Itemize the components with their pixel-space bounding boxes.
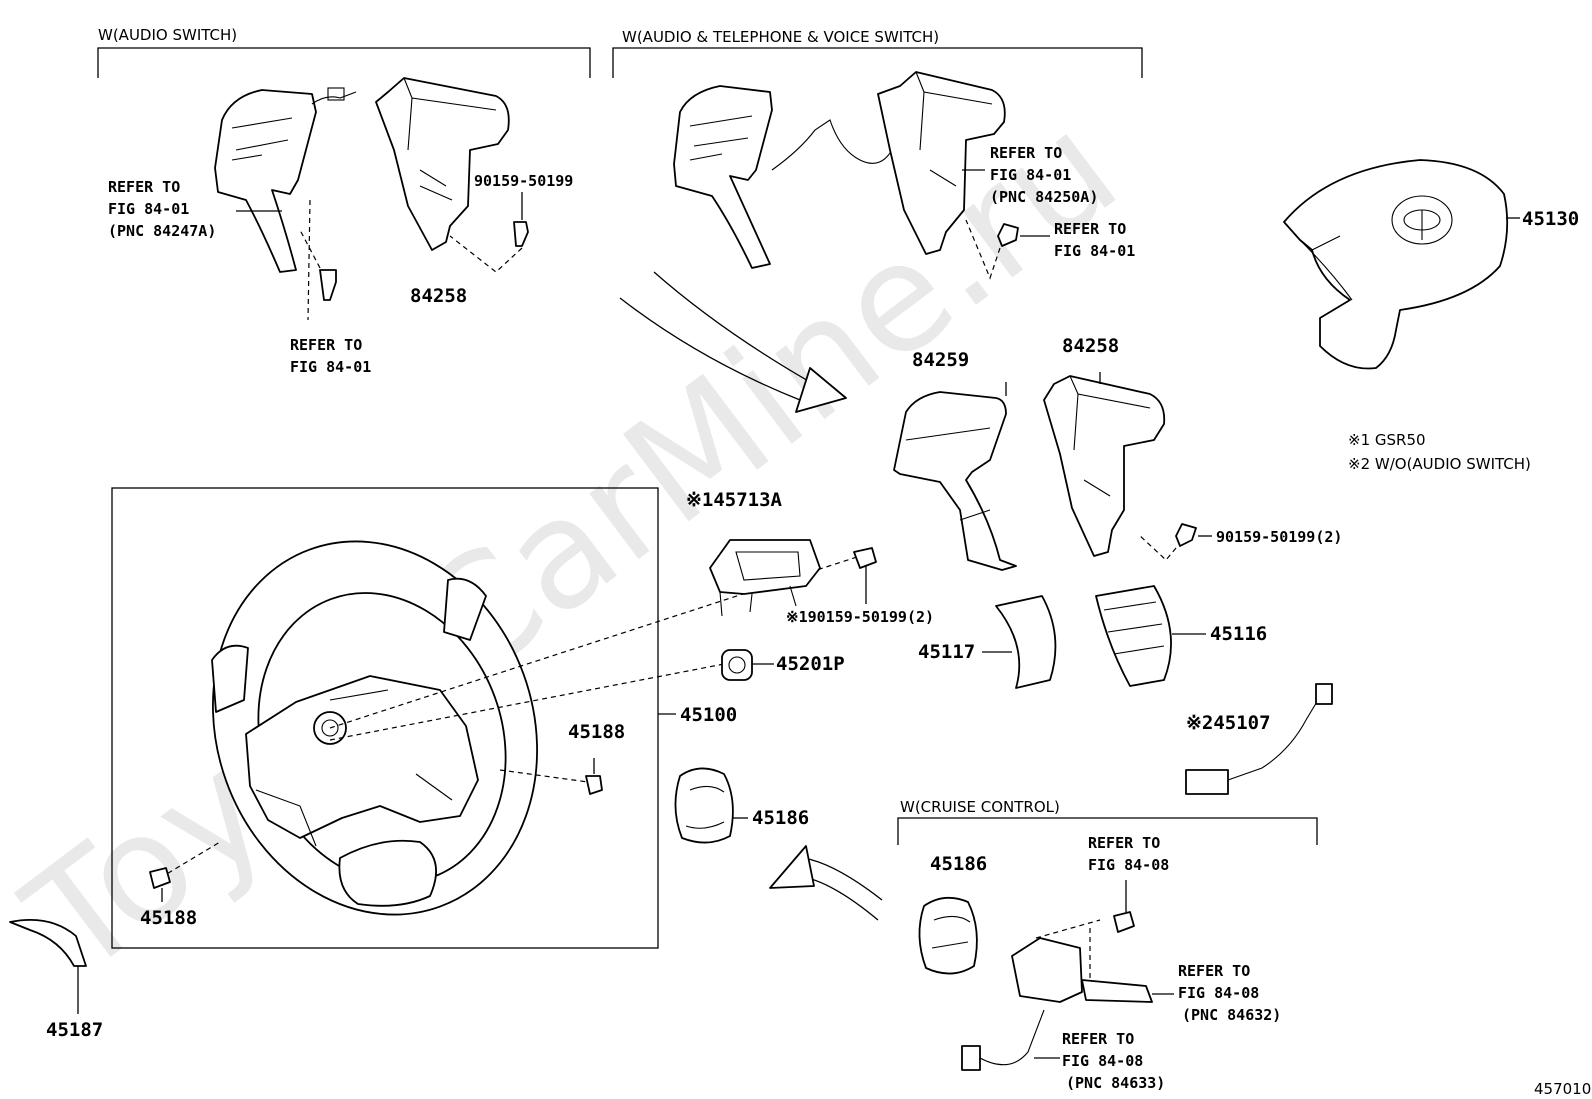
harness-45107 [1185, 683, 1333, 795]
label-refer-to-a1: REFER TO [108, 178, 180, 196]
label-part-45107: ※245107 [1186, 712, 1271, 734]
label-part-90159-note1: ※190159-50199(2) [786, 608, 934, 626]
label-refer-to-e2: FIG 84-08 [1088, 856, 1169, 874]
cover-45117 [982, 595, 1057, 689]
bolt-90159-note1 [853, 547, 877, 604]
label-refer-to-c3: (PNC 84250A) [990, 188, 1098, 206]
group-title-cruise-control: W(CRUISE CONTROL) [900, 798, 1060, 816]
flow-arrow-top [619, 271, 847, 413]
cover-45116 [1095, 585, 1206, 687]
cover-45186 [674, 767, 748, 844]
bolt-90159-top [449, 221, 529, 273]
label-part-45186-cruise: 45186 [930, 853, 987, 875]
note-2: ※2 W/O(AUDIO SWITCH) [1348, 455, 1531, 473]
audio-switch-right-part [375, 77, 510, 251]
label-refer-to-d1: REFER TO [1054, 220, 1126, 238]
switch-84258-mid [1043, 375, 1166, 557]
label-refer-to-f3: (PNC 84632) [1182, 1006, 1281, 1024]
label-part-84258-top: 84258 [410, 285, 467, 307]
label-part-45130: 45130 [1522, 208, 1579, 230]
bolt-refer-84-01-d [965, 219, 1019, 280]
label-refer-to-g1: REFER TO [1062, 1030, 1134, 1048]
bracket-45713a [709, 539, 821, 617]
bracket-audio-telephone-voice: W(AUDIO & TELEPHONE & VOICE SWITCH) [612, 28, 1143, 78]
leader-45188-l [159, 841, 221, 879]
label-refer-to-a3: (PNC 84247A) [108, 222, 216, 240]
label-part-45186: 45186 [752, 807, 809, 829]
bracket-cruise-control: W(CRUISE CONTROL) [897, 798, 1318, 845]
bolt-90159-mid [1137, 523, 1212, 561]
group-title-audio-switch: W(AUDIO SWITCH) [98, 26, 237, 44]
label-part-45188-left: 45188 [140, 907, 197, 929]
label-refer-to-b1: REFER TO [290, 336, 362, 354]
flow-arrow-cruise [769, 845, 883, 921]
label-refer-to-g2: FIG 84-08 [1062, 1052, 1143, 1070]
bolt-45188-left [149, 867, 171, 902]
steering-wheel-45100 [211, 540, 538, 916]
label-part-90159-top: 90159-50199 [474, 172, 573, 190]
airbag-45130 [1283, 159, 1520, 370]
tel-switch-right-part [877, 71, 1006, 255]
bolt-45188-right [585, 758, 603, 795]
label-refer-to-f2: FIG 84-08 [1178, 984, 1259, 1002]
switch-84259 [893, 391, 1017, 571]
label-refer-to-e1: REFER TO [1088, 834, 1160, 852]
label-part-45117: 45117 [918, 641, 975, 663]
cruise-switch [1011, 919, 1174, 1003]
bracket-audio-switch: W(AUDIO SWITCH) [97, 26, 591, 78]
label-refer-to-g3: (PNC 84633) [1066, 1074, 1165, 1092]
label-part-45188-right: 45188 [568, 721, 625, 743]
label-refer-to-c2: FIG 84-01 [990, 166, 1071, 184]
tel-switch-wire [771, 119, 893, 171]
cover-45186-cruise [918, 896, 978, 975]
label-refer-to-a2: FIG 84-01 [108, 200, 189, 218]
label-part-45100: 45100 [680, 704, 737, 726]
tel-switch-left-part [673, 85, 773, 269]
cruise-harness [961, 1009, 1060, 1071]
steering-wheel-frame [111, 487, 659, 949]
label-refer-to-d2: FIG 84-01 [1054, 242, 1135, 260]
bolt-refer-84-01-a [299, 199, 337, 321]
leader-45188-r [499, 769, 589, 783]
label-refer-to-c1: REFER TO [990, 144, 1062, 162]
audio-switch-left-part [214, 87, 357, 273]
label-part-45116: 45116 [1210, 623, 1267, 645]
label-part-45201p: 45201P [776, 653, 845, 675]
label-part-84259: 84259 [912, 349, 969, 371]
label-part-84258-mid: 84258 [1062, 335, 1119, 357]
note-1: ※1 GSR50 [1348, 431, 1426, 449]
part-45201p [721, 649, 774, 681]
group-title-audio-telephone-voice: W(AUDIO & TELEPHONE & VOICE SWITCH) [622, 28, 939, 46]
trim-45187 [9, 919, 87, 1014]
label-part-90159-mid: 90159-50199(2) [1216, 528, 1342, 546]
label-refer-to-b2: FIG 84-01 [290, 358, 371, 376]
leader-45201p [329, 663, 725, 741]
figure-code: 457010 [1534, 1080, 1591, 1098]
leader-45713a [329, 555, 861, 729]
bolt-refer-84-08-e [1113, 880, 1135, 933]
label-part-45713a: ※145713A [686, 489, 783, 511]
label-part-45187: 45187 [46, 1019, 103, 1041]
label-refer-to-f1: REFER TO [1178, 962, 1250, 980]
